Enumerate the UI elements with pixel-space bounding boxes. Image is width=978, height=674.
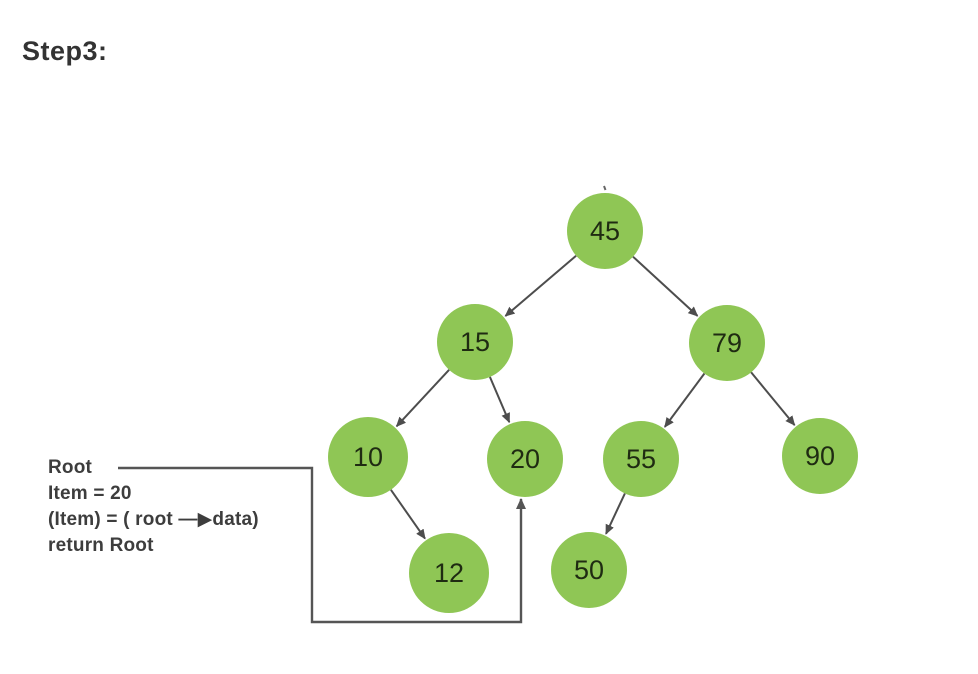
annotation-item-value: Item = 20	[48, 483, 132, 504]
tree-edge-79-55	[663, 372, 706, 428]
root-pointer-to-node-20	[118, 466, 526, 624]
node-circle-45	[567, 193, 643, 269]
node-circle-79	[689, 305, 765, 381]
root-pointer-line	[118, 466, 526, 624]
tree-edge-45-79	[632, 255, 699, 317]
page-title: Step3:	[22, 36, 108, 66]
tree-edge-45-15	[504, 254, 577, 317]
tree-edge-79-90	[750, 371, 796, 426]
node-circle-10	[328, 417, 408, 497]
annotation-block: Root Item = 20 (Item) = ( root —▶data) r…	[48, 455, 259, 559]
node-circle-12	[409, 533, 489, 613]
node-circle-15	[437, 304, 513, 380]
tree-edges	[390, 254, 796, 540]
tree-edge-55-50	[605, 492, 626, 535]
node-circle-90	[782, 418, 858, 494]
annotation-return-root: return Root	[48, 535, 154, 556]
tree-node-79: 79	[689, 305, 765, 381]
annotation-item-equals-root-data: (Item) = ( root —▶data)	[48, 509, 259, 530]
artifact-tick	[603, 185, 607, 191]
annotation-root-label: Root	[48, 457, 93, 478]
tree-node-55: 55	[603, 421, 679, 497]
tree-edge-15-20	[488, 376, 511, 424]
tree-edge-15-10	[395, 369, 450, 428]
node-circle-55	[603, 421, 679, 497]
tick-mark-above-root	[603, 185, 607, 191]
tree-node-45: 45	[567, 193, 643, 269]
tree-node-15: 15	[437, 304, 513, 380]
node-circle-20	[487, 421, 563, 497]
tree-node-20: 20	[487, 421, 563, 497]
tree-edge-10-12	[390, 489, 426, 540]
tree-node-12: 12	[409, 533, 489, 613]
tree-node-50: 50	[551, 532, 627, 608]
tree-nodes: 45 15 79 10 20 55 90 12 50	[328, 193, 858, 613]
node-circle-50	[551, 532, 627, 608]
tree-node-10: 10	[328, 417, 408, 497]
tree-node-90: 90	[782, 418, 858, 494]
